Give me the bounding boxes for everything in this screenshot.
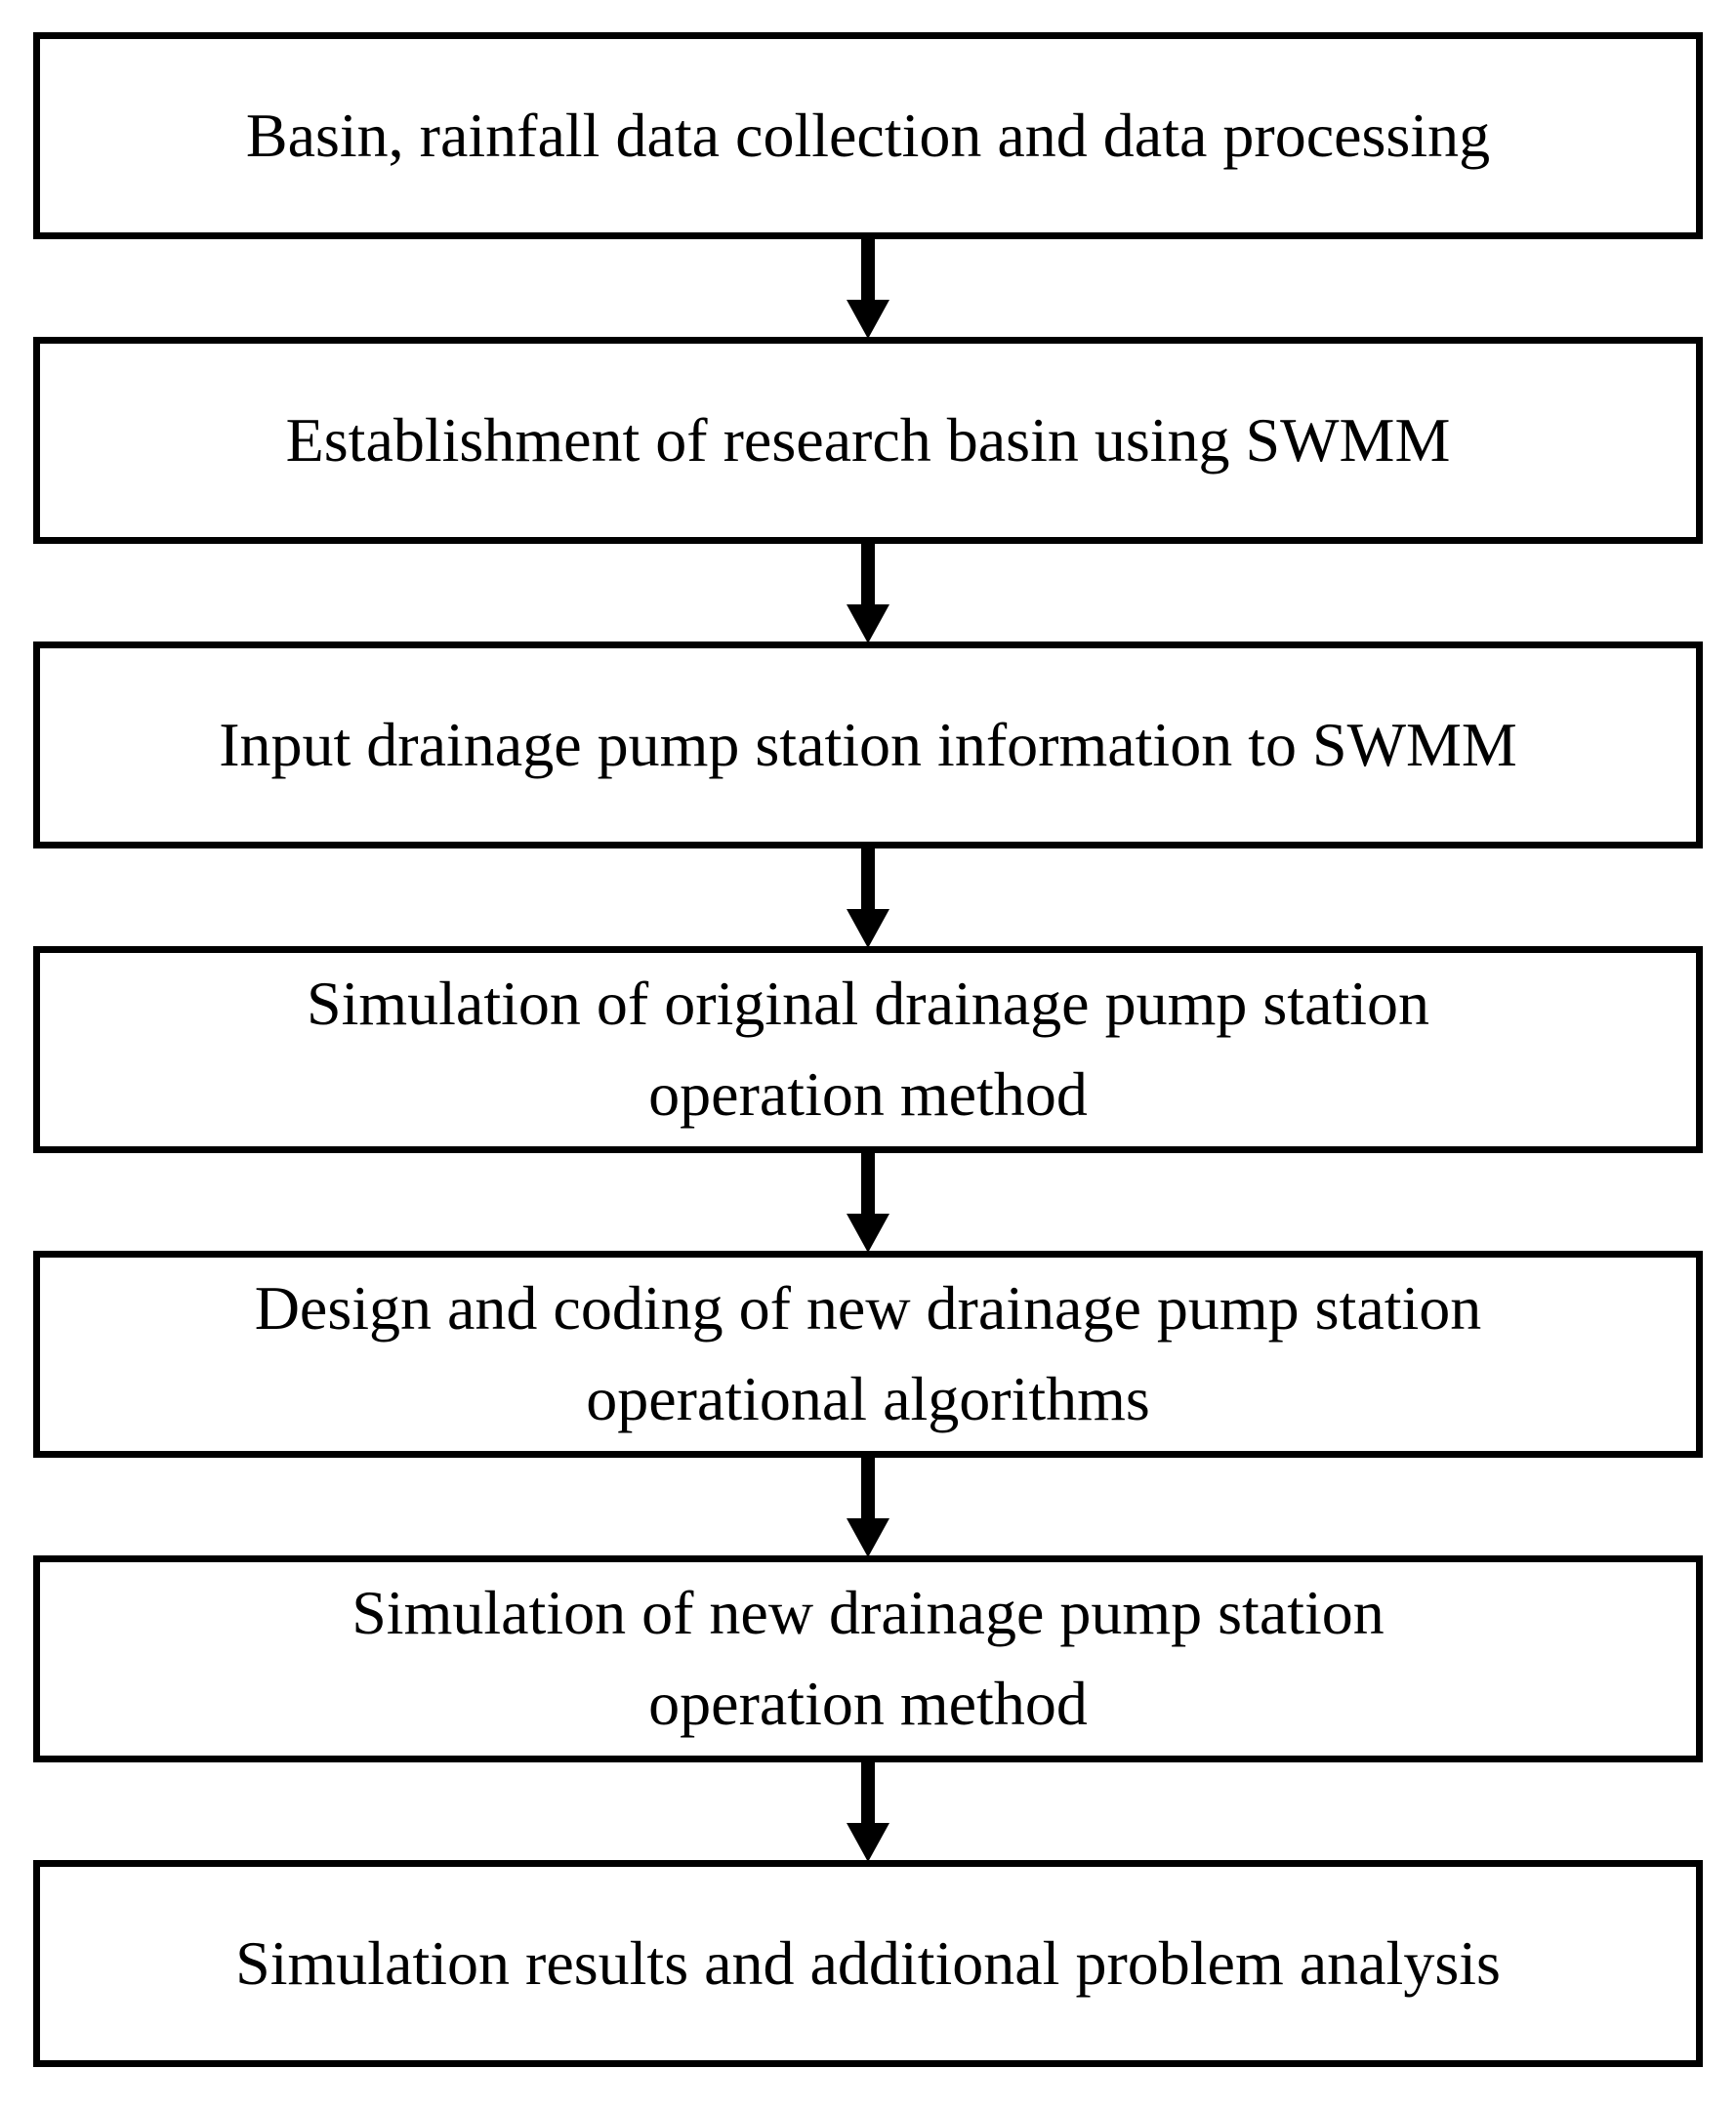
arrow-stem <box>861 1456 875 1519</box>
down-arrow-icon <box>33 1151 1703 1253</box>
arrow-stem <box>861 847 875 910</box>
flowchart: Basin, rainfall data collection and data… <box>33 32 1703 2067</box>
arrow-head <box>847 1518 889 1557</box>
flow-step-simulate-new: Simulation of new drainage pump station … <box>33 1555 1703 1762</box>
flow-step-establish-basin: Establishment of research basin using SW… <box>33 337 1703 544</box>
arrow-stem <box>861 1151 875 1215</box>
arrow-head <box>847 1823 889 1862</box>
arrow-stem <box>861 542 875 605</box>
down-arrow-icon <box>33 1456 1703 1557</box>
flow-step-input-pump-info: Input drainage pump station information … <box>33 641 1703 848</box>
flow-step-results-analysis: Simulation results and additional proble… <box>33 1860 1703 2067</box>
down-arrow-icon <box>33 1760 1703 1862</box>
arrow-head <box>847 1214 889 1253</box>
down-arrow-icon <box>33 237 1703 339</box>
arrow-stem <box>861 237 875 301</box>
flow-step-design-algorithms: Design and coding of new drainage pump s… <box>33 1251 1703 1458</box>
down-arrow-icon <box>33 542 1703 643</box>
flow-step-data-collection: Basin, rainfall data collection and data… <box>33 32 1703 239</box>
arrow-head <box>847 300 889 339</box>
down-arrow-icon <box>33 847 1703 948</box>
flow-step-simulate-original: Simulation of original drainage pump sta… <box>33 946 1703 1153</box>
arrow-head <box>847 909 889 948</box>
arrow-stem <box>861 1760 875 1824</box>
arrow-head <box>847 604 889 643</box>
